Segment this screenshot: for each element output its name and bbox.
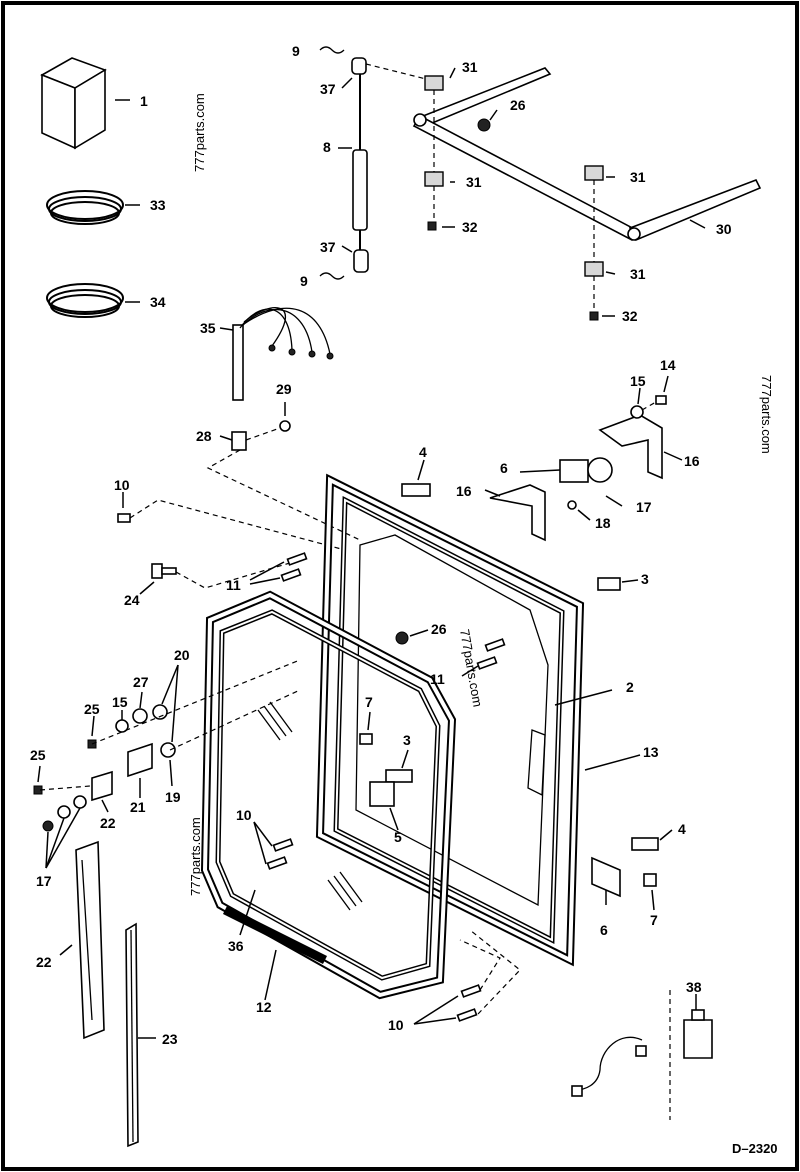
callout-19: 19 (165, 789, 181, 805)
callout-31-b: 31 (466, 174, 482, 190)
callout-6-top: 6 (500, 460, 508, 476)
callout-3-mid: 3 (403, 732, 411, 748)
part-26-nut (395, 631, 409, 645)
part-33-cable-coil (46, 190, 124, 225)
part-22-wiper-arm (75, 840, 105, 1040)
callout-37-top: 37 (320, 81, 336, 97)
callout-24: 24 (124, 592, 140, 608)
callout-9-bottom: 9 (300, 273, 308, 289)
callout-4-top: 4 (419, 444, 427, 460)
callout-33: 33 (150, 197, 166, 213)
callout-38: 38 (686, 979, 702, 995)
callout-8: 8 (323, 139, 331, 155)
part-6-hinge (559, 457, 621, 898)
part-7-bumper (643, 873, 657, 887)
part-32-bolt (427, 221, 599, 321)
callout-35: 35 (200, 320, 216, 336)
callout-6-bottom: 6 (600, 922, 608, 938)
callout-36: 36 (228, 938, 244, 954)
part-30-tubular-bar (412, 67, 762, 242)
part-20-washers (152, 704, 176, 758)
callout-20: 20 (174, 647, 190, 663)
watermark-2: 777parts.com (759, 375, 774, 454)
callout-25-bottom: 25 (30, 747, 46, 763)
part-27-washer (132, 708, 148, 724)
callout-13: 13 (643, 744, 659, 760)
callout-32-a: 32 (462, 219, 478, 235)
part-34-cable-coil (46, 283, 124, 318)
part-23-wiper-blade (125, 922, 139, 1148)
part-28-clamp (231, 431, 247, 451)
part-11-screw (280, 552, 506, 670)
callout-27: 27 (133, 674, 149, 690)
callout-17-right: 17 (636, 499, 652, 515)
callout-11-left: 11 (226, 577, 241, 593)
part-13-door-frame (315, 473, 585, 967)
part-24-stud (151, 563, 177, 579)
callout-28: 28 (196, 428, 212, 444)
callout-10-mid: 10 (236, 807, 252, 823)
callout-14: 14 (660, 357, 676, 373)
part-7-bumper (359, 733, 373, 745)
callout-7-bottom: 7 (650, 912, 658, 928)
callout-34: 34 (150, 294, 166, 310)
callout-18: 18 (595, 515, 611, 531)
part-29-nut (279, 420, 291, 432)
callout-29: 29 (276, 381, 292, 397)
part-2-door-glass (355, 534, 549, 907)
callout-9-top: 9 (292, 43, 300, 59)
callout-3-right: 3 (641, 571, 649, 587)
callout-32-b: 32 (622, 308, 638, 324)
callout-4-bottom: 4 (678, 821, 686, 837)
part-38-switch (571, 1009, 713, 1097)
callout-15-left: 15 (112, 694, 128, 710)
part-5-striker (369, 781, 395, 807)
callout-21: 21 (130, 799, 146, 815)
callout-5: 5 (394, 829, 402, 845)
part-10-bolt (266, 838, 482, 1022)
watermark-4: 777parts.com (188, 817, 203, 896)
part-4-latch (401, 483, 659, 851)
callout-22-bottom: 22 (36, 954, 52, 970)
part-16-bracket (489, 414, 663, 542)
part-14-screw (655, 395, 667, 405)
part-35-wire-harness (232, 307, 334, 401)
callout-10-left: 10 (114, 477, 130, 493)
callout-15-right: 15 (630, 373, 646, 389)
watermark-1: 777parts.com (192, 93, 207, 172)
callout-30: 30 (716, 221, 732, 237)
part-15-washer (630, 405, 644, 419)
part-36-window-frame (200, 590, 457, 1000)
callout-31-a: 31 (462, 59, 478, 75)
part-21-plate (91, 742, 153, 802)
callout-2: 2 (626, 679, 634, 695)
callout-16-left: 16 (456, 483, 472, 499)
callout-31-d: 31 (630, 266, 646, 282)
part-18-washer (567, 500, 577, 510)
callout-7-mid: 7 (365, 694, 373, 710)
part-12-seal (222, 905, 328, 965)
callout-22-top: 22 (100, 815, 116, 831)
callout-23: 23 (162, 1031, 178, 1047)
callout-12: 12 (256, 999, 272, 1015)
callout-1: 1 (140, 93, 148, 109)
callout-17-left: 17 (36, 873, 52, 889)
callout-31-c: 31 (630, 169, 646, 185)
callout-26-top: 26 (510, 97, 526, 113)
callout-37-bottom: 37 (320, 239, 336, 255)
part-1-box (40, 57, 107, 150)
callout-10-bottom: 10 (388, 1017, 404, 1033)
part-8-gas-spring (319, 46, 369, 280)
callout-11-right: 11 (430, 671, 445, 687)
callout-26-mid: 26 (431, 621, 447, 637)
part-10-bolt (117, 513, 131, 523)
part-26-nut (477, 118, 491, 132)
part-3-latch (385, 577, 621, 783)
callout-25-top: 25 (84, 701, 100, 717)
drawing-code: D–2320 (732, 1141, 778, 1156)
callout-16-right: 16 (684, 453, 700, 469)
